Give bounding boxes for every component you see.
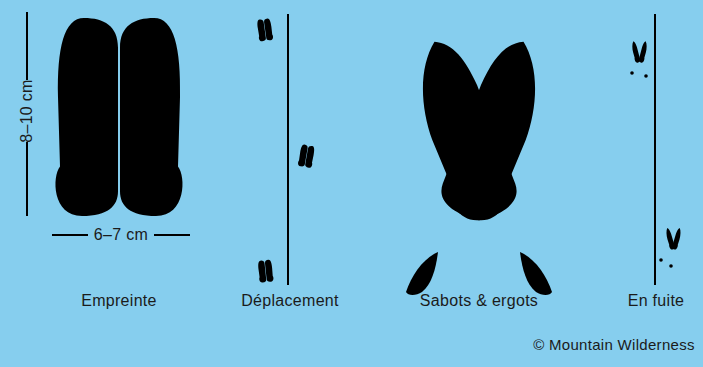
dimension-line — [52, 234, 88, 236]
copyright-notice: © Mountain Wilderness — [533, 336, 695, 354]
small-track — [638, 41, 648, 64]
caption-label: Sabots & ergots — [420, 292, 538, 310]
caption-label: Déplacement — [241, 292, 339, 310]
hoof-half — [435, 32, 560, 227]
dimension-label: 6–7 cm — [94, 226, 148, 244]
dew-claw-dot — [644, 74, 648, 78]
trail-line — [287, 14, 289, 285]
caption-label: En fuite — [628, 292, 685, 310]
dimension-line — [26, 12, 28, 80]
dimension-line — [154, 234, 190, 236]
dew-claw-dot — [659, 258, 663, 262]
dew-claw — [520, 252, 552, 295]
dimension-line — [26, 142, 28, 216]
dew-claw-dot — [669, 264, 673, 268]
trail-line — [654, 14, 656, 285]
small-track — [256, 18, 273, 42]
dew-claw-dot — [630, 71, 634, 75]
small-track — [672, 227, 683, 250]
hoof-half — [55, 18, 118, 216]
small-track — [298, 144, 316, 168]
hoof-half — [120, 18, 183, 216]
dew-claw — [406, 252, 438, 295]
dimension-label: 8–10 cm — [18, 79, 36, 142]
caption-label: Empreinte — [81, 292, 157, 310]
small-track — [257, 259, 273, 282]
